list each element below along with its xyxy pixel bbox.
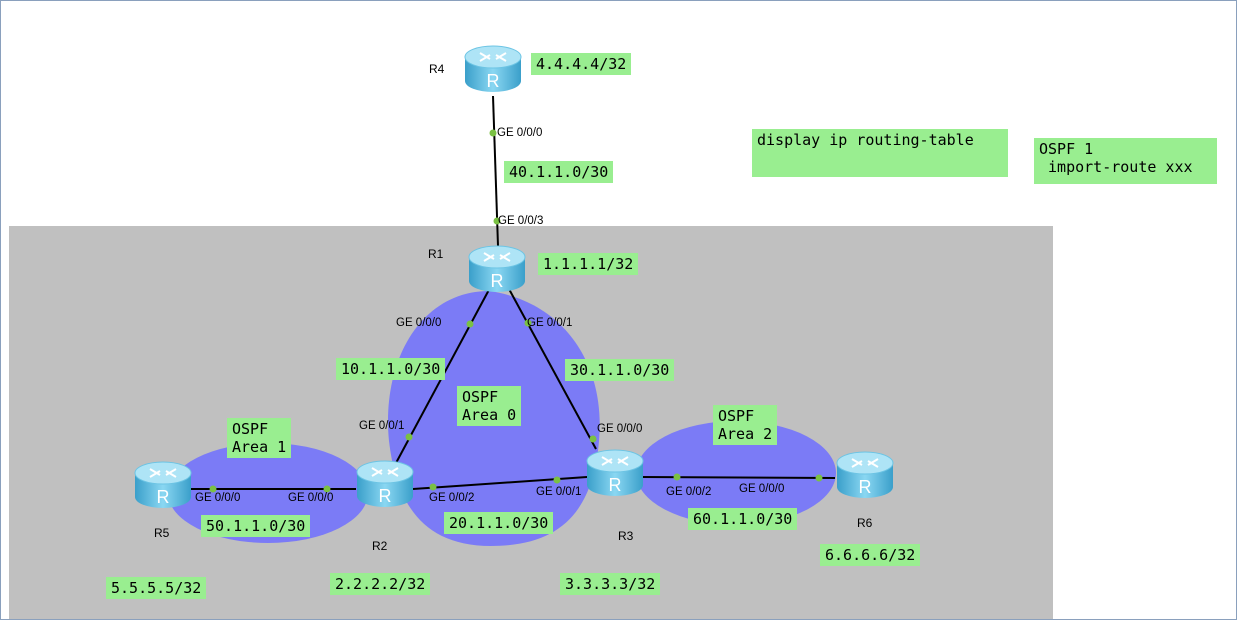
port-label-r3-ge002: GE 0/0/2 <box>666 486 712 498</box>
svg-text:R: R <box>487 71 500 91</box>
port-label-r3-ge000: GE 0/0/0 <box>597 423 643 435</box>
svg-text:R: R <box>491 271 504 291</box>
router-r2-name: R2 <box>372 539 388 553</box>
port-dot-r3-ge000 <box>589 435 597 443</box>
router-glyph: R <box>464 45 522 92</box>
link-r1-r3 <box>508 288 597 450</box>
port-dot-r1-ge003 <box>493 217 501 225</box>
router-glyph: R <box>134 461 192 508</box>
note-display-command: display ip routing-table <box>752 129 1008 177</box>
link-r3-r6 <box>640 476 836 479</box>
port-label-r6-ge000: GE 0/0/0 <box>739 483 785 495</box>
port-label-r1-ge000: GE 0/0/0 <box>396 317 442 329</box>
router-glyph: R <box>468 245 526 292</box>
router-glyph: R <box>586 449 644 496</box>
router-r6-loopback: 6.6.6.6/32 <box>820 544 921 566</box>
router-glyph: R <box>836 451 894 498</box>
subnet-r5-r2: 50.1.1.0/30 <box>201 515 311 537</box>
port-dot-r3-ge001 <box>553 476 561 484</box>
port-dot-r6-ge000 <box>815 474 823 482</box>
router-r2-loopback: 2.2.2.2/32 <box>330 573 431 595</box>
router-r1-name: R1 <box>428 247 444 261</box>
port-label-r1-ge001: GE 0/0/1 <box>527 317 573 329</box>
router-r1-loopback: 1.1.1.1/32 <box>538 253 639 275</box>
ospf-area-2-region <box>636 421 836 525</box>
router-r6-icon[interactable]: R <box>835 449 895 501</box>
port-label-r1-ge003: GE 0/0/3 <box>498 215 544 227</box>
port-dot-r2-ge002 <box>429 483 437 491</box>
port-label-r2-ge002: GE 0/0/2 <box>429 492 475 504</box>
port-dot-r4-ge000 <box>489 129 497 137</box>
svg-text:R: R <box>859 477 872 497</box>
router-r4-name: R4 <box>429 62 445 76</box>
ospf-area-1-label: OSPF Area 1 <box>227 418 292 458</box>
router-r4-icon[interactable]: R <box>463 43 523 95</box>
port-dot-r5-ge000 <box>209 485 217 493</box>
port-dot-r1-ge001 <box>524 319 532 327</box>
svg-text:R: R <box>609 475 622 495</box>
subnet-r2-r3: 20.1.1.0/30 <box>444 512 554 534</box>
svg-text:R: R <box>157 487 170 507</box>
router-r2-icon[interactable]: R <box>355 458 415 510</box>
port-label-r2-ge001: GE 0/0/1 <box>359 420 405 432</box>
port-label-r4-ge000: GE 0/0/0 <box>497 127 543 139</box>
router-r5-icon[interactable]: R <box>133 459 193 511</box>
router-r1-icon[interactable]: R <box>467 243 527 295</box>
router-glyph: R <box>356 460 414 507</box>
subnet-r1-r3: 30.1.1.0/30 <box>565 359 675 381</box>
port-label-r3-ge001: GE 0/0/1 <box>536 486 582 498</box>
router-r5-loopback: 5.5.5.5/32 <box>106 577 207 599</box>
svg-text:R: R <box>379 486 392 506</box>
ospf-area-0-label: OSPF Area 0 <box>457 386 522 426</box>
port-dot-r2-ge000 <box>323 485 331 493</box>
router-r4-loopback: 4.4.4.4/32 <box>531 53 632 75</box>
port-dot-r1-ge000 <box>466 320 474 328</box>
subnet-r4-r1: 40.1.1.0/30 <box>504 161 614 183</box>
ospf-area-2-label: OSPF Area 2 <box>713 405 778 445</box>
subnet-r3-r6: 60.1.1.0/30 <box>688 508 798 530</box>
note-ospf-config: OSPF 1 import-route xxx <box>1034 138 1217 184</box>
router-r3-loopback: 3.3.3.3/32 <box>560 573 661 595</box>
router-r6-name: R6 <box>857 516 873 530</box>
port-dot-r3-ge002 <box>673 473 681 481</box>
router-r3-icon[interactable]: R <box>585 447 645 499</box>
port-dot-r2-ge001 <box>405 433 413 441</box>
router-r5-name: R5 <box>154 526 170 540</box>
port-label-r5-ge000: GE 0/0/0 <box>195 492 241 504</box>
port-label-r2-ge000: GE 0/0/0 <box>288 492 334 504</box>
subnet-r1-r2: 10.1.1.0/30 <box>336 358 446 380</box>
router-r3-name: R3 <box>618 529 634 543</box>
